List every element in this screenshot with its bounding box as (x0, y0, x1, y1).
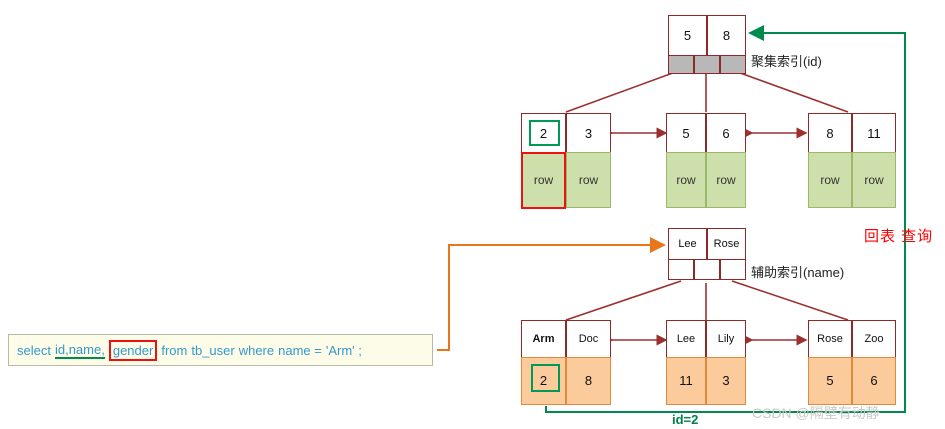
clustered-leaf-0-key-0[interactable]: 2 (521, 113, 566, 153)
clustered-leaf-node-2[interactable]: 8 11 row row (808, 113, 896, 208)
clustered-index-label: 聚集索引(id) (751, 54, 822, 69)
secondary-leaf-1-keys: Lee Lily (666, 320, 746, 358)
secondary-root-pointer-1[interactable] (694, 258, 720, 280)
secondary-leaf-0-data: 2 8 (521, 356, 611, 405)
secondary-index-label: 辅助索引(name) (751, 265, 845, 280)
secondary-leaf-1-data: 11 3 (666, 356, 746, 405)
sql-predicate-value: 'Arm' ; (325, 342, 362, 358)
secondary-leaf-0-id-0[interactable]: 2 (521, 356, 566, 405)
clustered-root-pointer-0[interactable] (668, 54, 694, 74)
lookup-back-label: 回表 查询 (864, 228, 934, 245)
clustered-leaf-1-key-0[interactable]: 5 (666, 113, 706, 153)
secondary-tree-edges (565, 280, 849, 321)
clustered-leaf-0-keys: 2 3 (521, 113, 611, 153)
clustered-leaf-1-row-0[interactable]: row (666, 151, 706, 208)
clustered-leaf-1-keys: 5 6 (666, 113, 746, 153)
id-edge-label: id=2 (672, 412, 699, 427)
secondary-leaf-2-key-1[interactable]: Zoo (852, 320, 896, 358)
sql-predicate-column: name = (278, 342, 322, 358)
secondary-root-pointers (668, 258, 746, 280)
clustered-leaf-2-row-0[interactable]: row (808, 151, 852, 208)
secondary-root-keys: Lee Rose (668, 228, 746, 260)
secondary-leaf-0-key-1[interactable]: Doc (566, 320, 611, 358)
sql-table-name: tb_user (191, 342, 235, 358)
clustered-leaf-node-1[interactable]: 5 6 row row (666, 113, 746, 208)
sql-uncovered-column: gender (108, 339, 158, 361)
secondary-leaf-2-key-0[interactable]: Rose (808, 320, 852, 358)
clustered-leaf-2-data: row row (808, 151, 896, 208)
clustered-root-key-1[interactable]: 8 (707, 15, 746, 56)
clustered-leaf-0-row-1[interactable]: row (566, 151, 611, 208)
clustered-leaf-0-key-1[interactable]: 3 (566, 113, 611, 153)
clustered-leaf-1-key-1[interactable]: 6 (706, 113, 746, 153)
clustered-leaf-2-key-1[interactable]: 11 (852, 113, 896, 153)
csdn-watermark: CSDN @隔壁有动静 (752, 405, 880, 421)
clustered-leaf-1-data: row row (666, 151, 746, 208)
secondary-root-key-0[interactable]: Lee (668, 228, 707, 260)
clustered-leaf-2-keys: 8 11 (808, 113, 896, 153)
secondary-root-key-1[interactable]: Rose (707, 228, 746, 260)
sql-statement-box[interactable]: select id,name, gender from tb_user wher… (8, 334, 433, 366)
clustered-leaf-2-row-1[interactable]: row (852, 151, 896, 208)
clustered-root-node[interactable]: 5 8 (668, 15, 746, 74)
sql-select-keyword: select (17, 342, 51, 358)
secondary-leaf-node-0[interactable]: Arm Doc 2 8 (521, 320, 611, 405)
secondary-root-node[interactable]: Lee Rose (668, 228, 746, 280)
secondary-leaf-node-2[interactable]: Rose Zoo 5 6 (808, 320, 896, 405)
clustered-leaf-node-0[interactable]: 2 3 row row (521, 113, 611, 208)
clustered-root-key-0[interactable]: 5 (668, 15, 707, 56)
clustered-root-pointer-1[interactable] (694, 54, 720, 74)
secondary-root-pointer-0[interactable] (668, 258, 694, 280)
secondary-leaf-1-key-1[interactable]: Lily (706, 320, 746, 358)
secondary-leaf-2-keys: Rose Zoo (808, 320, 896, 358)
clustered-leaf-0-row-0[interactable]: row (521, 151, 566, 208)
clustered-leaf-2-key-0[interactable]: 8 (808, 113, 852, 153)
sql-covered-columns: id,name, (54, 341, 105, 359)
secondary-leaf-2-data: 5 6 (808, 356, 896, 405)
secondary-leaf-2-id-1[interactable]: 6 (852, 356, 896, 405)
clustered-root-pointers (668, 54, 746, 74)
secondary-leaf-0-key-0[interactable]: Arm (521, 320, 566, 358)
clustered-leaf-1-row-1[interactable]: row (706, 151, 746, 208)
secondary-leaf-1-key-0[interactable]: Lee (666, 320, 706, 358)
clustered-root-pointer-2[interactable] (720, 54, 746, 74)
secondary-leaf-0-id-1[interactable]: 8 (566, 356, 611, 405)
secondary-leaf-1-id-1[interactable]: 3 (706, 356, 746, 405)
secondary-leaf-1-id-0[interactable]: 11 (666, 356, 706, 405)
secondary-root-pointer-2[interactable] (720, 258, 746, 280)
sql-where-keyword: where (238, 342, 275, 358)
clustered-root-keys: 5 8 (668, 15, 746, 56)
secondary-leaf-node-1[interactable]: Lee Lily 11 3 (666, 320, 746, 405)
secondary-leaf-2-id-0[interactable]: 5 (808, 356, 852, 405)
clustered-leaf-0-data: row row (521, 151, 611, 208)
sql-from-keyword: from (161, 342, 188, 358)
clustered-tree-edges (565, 69, 849, 113)
secondary-leaf-0-keys: Arm Doc (521, 320, 611, 358)
